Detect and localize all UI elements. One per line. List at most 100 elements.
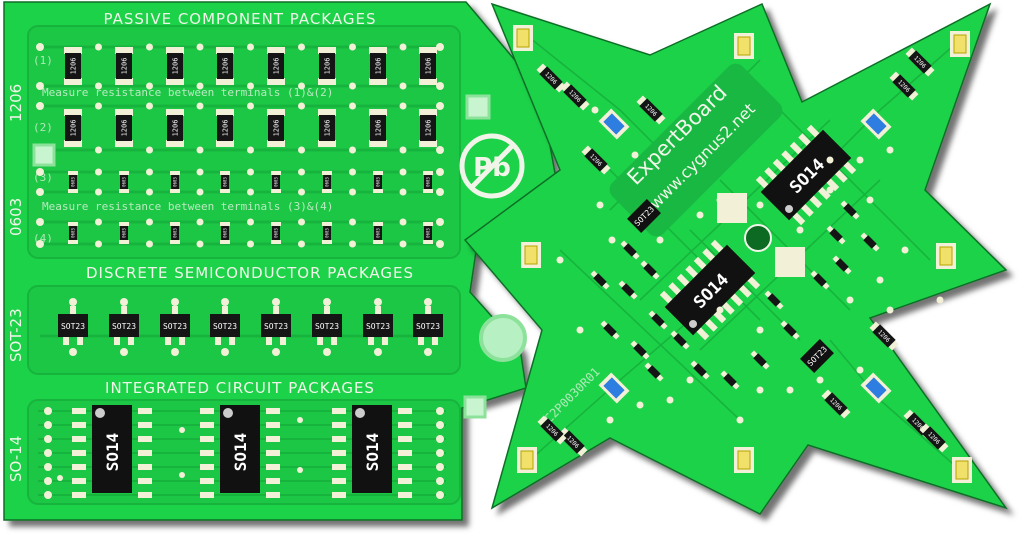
via xyxy=(886,146,894,154)
resistor-0603: 0603 xyxy=(373,222,383,244)
square-pad xyxy=(775,247,805,277)
center-mounting-hole xyxy=(744,224,772,252)
via xyxy=(866,196,874,204)
resistor-1206-label: 1206 xyxy=(324,120,332,137)
ic-header: INTEGRATED CIRCUIT PACKAGES xyxy=(105,379,375,397)
resistor-0603-label: 0603 xyxy=(376,177,381,187)
mounting-hole xyxy=(479,314,527,362)
resistor-1206-label: 1206 xyxy=(273,120,281,137)
via xyxy=(716,306,724,314)
sot23-label: SOT23 xyxy=(264,322,288,331)
resistor-1206-label: 1206 xyxy=(121,120,129,137)
measure-instruction-34: Measure resistance between terminals (3)… xyxy=(42,200,333,213)
via xyxy=(856,366,864,374)
side-label-sot23: SOT-23 xyxy=(7,308,25,362)
so14-chip: SO14 xyxy=(200,405,280,498)
discrete-header: DISCRETE SEMICONDUCTOR PACKAGES xyxy=(86,264,414,282)
resistor-0603-label: 0603 xyxy=(71,228,76,238)
resistor-0603: 0603 xyxy=(170,171,180,193)
via xyxy=(826,156,834,164)
resistor-0603: 0603 xyxy=(68,222,78,244)
led-yellow xyxy=(734,33,754,59)
sot23-label: SOT23 xyxy=(366,322,390,331)
resistor-1206: 1206 xyxy=(267,109,285,147)
resistor-0603-label: 0603 xyxy=(223,228,228,238)
led-yellow xyxy=(734,447,754,473)
resistor-0603-label: 0603 xyxy=(376,228,381,238)
resistor-1206: 1206 xyxy=(166,109,184,147)
fiducial-square-bottom xyxy=(463,395,487,419)
resistor-1206: 1206 xyxy=(64,109,82,147)
resistor-0603-label: 0603 xyxy=(274,177,279,187)
via xyxy=(631,151,639,159)
resistor-1206-label: 1206 xyxy=(222,120,230,137)
via xyxy=(686,376,694,384)
resistor-1206: 1206 xyxy=(64,47,82,85)
star-resistor-1206: 1206 xyxy=(821,389,851,419)
sot23-label: SOT23 xyxy=(315,322,339,331)
resistor-1206-label: 1206 xyxy=(172,120,180,137)
sot23-transistor: SOT23 xyxy=(160,298,190,356)
discrete-section-panel xyxy=(27,285,461,375)
sot23-label: SOT23 xyxy=(61,322,85,331)
resistor-0603: 0603 xyxy=(271,171,281,193)
via xyxy=(756,326,764,334)
sot23-label: SOT23 xyxy=(213,322,237,331)
resistor-1206: 1206 xyxy=(267,47,285,85)
fiducial-square-left xyxy=(32,143,56,167)
resistor-0603-label: 0603 xyxy=(173,228,178,238)
resistor-1206: 1206 xyxy=(318,109,336,147)
left-test-board: PASSIVE COMPONENT PACKAGES DISCRETE SEMI… xyxy=(3,1,559,521)
resistor-1206: 1206 xyxy=(369,47,387,85)
resistor-0603: 0603 xyxy=(322,222,332,244)
sot23-label: SOT23 xyxy=(163,322,187,331)
resistor-0603: 0603 xyxy=(119,171,129,193)
resistor-1206-label: 1206 xyxy=(375,120,383,137)
led-yellow xyxy=(521,242,541,268)
resistor-0603: 0603 xyxy=(68,171,78,193)
resistor-1206-label: 1206 xyxy=(425,58,433,75)
via xyxy=(596,201,604,209)
led-blue xyxy=(598,108,630,140)
via xyxy=(756,201,764,209)
terminal-label-1: (1) xyxy=(33,54,53,67)
led-blue xyxy=(860,108,892,140)
resistor-0603: 0603 xyxy=(322,171,332,193)
sot23-transistor: SOT23 xyxy=(109,298,139,356)
resistor-1206-label: 1206 xyxy=(222,58,230,75)
led-yellow xyxy=(513,25,533,51)
led-blue xyxy=(860,372,892,404)
resistor-0603-label: 0603 xyxy=(325,228,330,238)
via xyxy=(666,396,674,404)
via xyxy=(591,106,599,114)
resistor-0603-label: 0603 xyxy=(122,228,127,238)
resistor-0603-label: 0603 xyxy=(426,228,431,238)
pb-free-icon: Pb xyxy=(459,133,525,199)
via xyxy=(886,306,894,314)
via xyxy=(606,416,614,424)
resistor-0603: 0603 xyxy=(423,222,433,244)
via xyxy=(716,196,724,204)
resistor-1206-label: 1206 xyxy=(172,58,180,75)
via xyxy=(608,236,616,244)
resistor-0603: 0603 xyxy=(220,222,230,244)
resistor-1206-label: 1206 xyxy=(375,58,383,75)
via xyxy=(786,386,794,394)
led-yellow xyxy=(950,31,970,57)
so14-chip-star: SO14 xyxy=(659,239,761,341)
fiducial-square-top xyxy=(465,94,491,120)
resistor-0603-label: 0603 xyxy=(122,177,127,187)
sot23-transistor: SOT23 xyxy=(261,298,291,356)
resistor-0603: 0603 xyxy=(119,222,129,244)
sot23-label: SOT23 xyxy=(416,322,440,331)
via xyxy=(901,246,909,254)
via xyxy=(846,296,854,304)
resistor-0603-label: 0603 xyxy=(71,177,76,187)
led-yellow xyxy=(952,457,972,483)
resistor-0603-label: 0603 xyxy=(325,177,330,187)
via xyxy=(556,256,564,264)
led-yellow xyxy=(517,447,537,473)
sot23-transistor: SOT23 xyxy=(312,298,342,356)
via xyxy=(876,276,884,284)
passive-header: PASSIVE COMPONENT PACKAGES xyxy=(104,10,377,28)
